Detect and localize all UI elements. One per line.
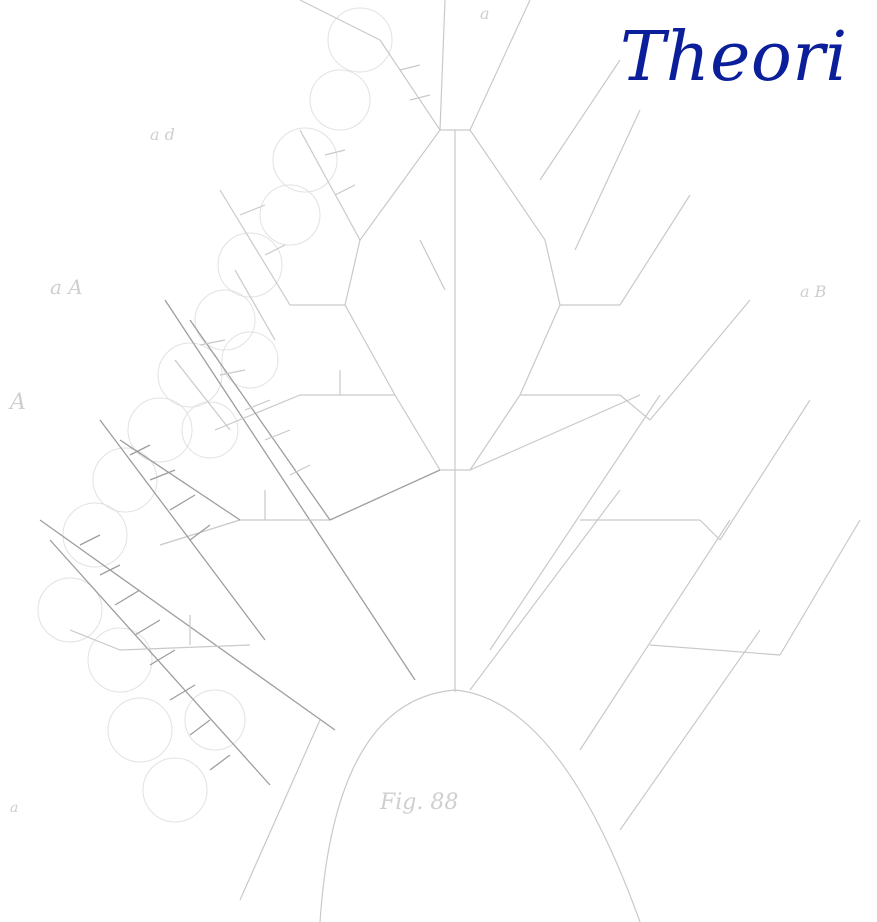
mark-left-upper: a A <box>50 275 83 299</box>
mark-left: A <box>10 390 26 415</box>
branch-ticks <box>80 65 445 770</box>
mark-right: a B <box>800 282 826 301</box>
dome <box>320 690 640 922</box>
circle-cluster <box>38 8 392 822</box>
figure-label: Fig. 88 <box>380 790 458 815</box>
left-branches <box>40 0 440 900</box>
right-branches <box>470 60 860 830</box>
mark-bottom-left: a <box>10 800 18 816</box>
mark-top: a <box>480 4 490 23</box>
central-frame <box>345 0 560 692</box>
mark-upper-left: a d <box>150 125 175 144</box>
page-title: Theori <box>620 18 848 97</box>
